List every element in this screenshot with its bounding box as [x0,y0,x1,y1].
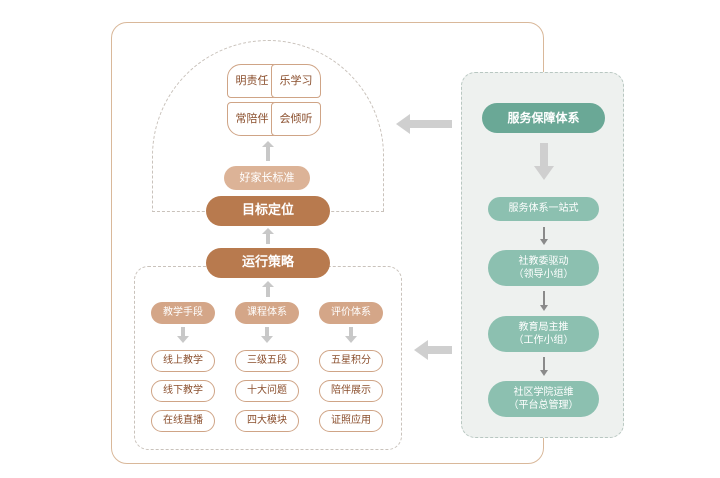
item-offline-teaching: 线下教学 [151,380,215,402]
arrow-up-icon [266,147,270,161]
item-three-levels: 三级五段 [235,350,299,372]
quality-box-listening: 会倾听 [271,102,321,136]
service-step-committee: 社教委驱动 （领导小组） [488,250,599,286]
arrow-up-head-icon [262,228,274,234]
quality-box-companionship: 常陪伴 [227,102,277,136]
item-ten-issues: 十大问题 [235,380,299,402]
service-step-education-bureau: 教育局主推 （工作小组） [488,316,599,352]
good-parent-standard: 好家长标准 [224,166,310,190]
goal-positioning: 目标定位 [206,196,330,226]
service-system-title: 服务保障体系 [482,103,605,133]
category-evaluation: 评价体系 [319,302,383,324]
quality-box-learning: 乐学习 [271,64,321,98]
service-step-community-college: 社区学院运维 （平台总管理） [488,381,599,417]
category-teaching-means: 教学手段 [151,302,215,324]
category-curriculum: 课程体系 [235,302,299,324]
arrow-up-head-icon [262,281,274,287]
item-four-modules: 四大模块 [235,410,299,432]
item-companion-display: 陪伴展示 [319,380,383,402]
arrow-up-icon [266,287,270,297]
item-online-teaching: 线上教学 [151,350,215,372]
item-certificate-use: 证照应用 [319,410,383,432]
arrow-up-head-icon [262,141,274,147]
operation-strategy: 运行策略 [206,248,330,278]
arrow-up-icon [266,234,270,244]
quality-box-responsibility: 明责任 [227,64,277,98]
service-step-one-stop: 服务体系一站式 [488,197,599,221]
item-live-stream: 在线直播 [151,410,215,432]
item-five-star-points: 五星积分 [319,350,383,372]
